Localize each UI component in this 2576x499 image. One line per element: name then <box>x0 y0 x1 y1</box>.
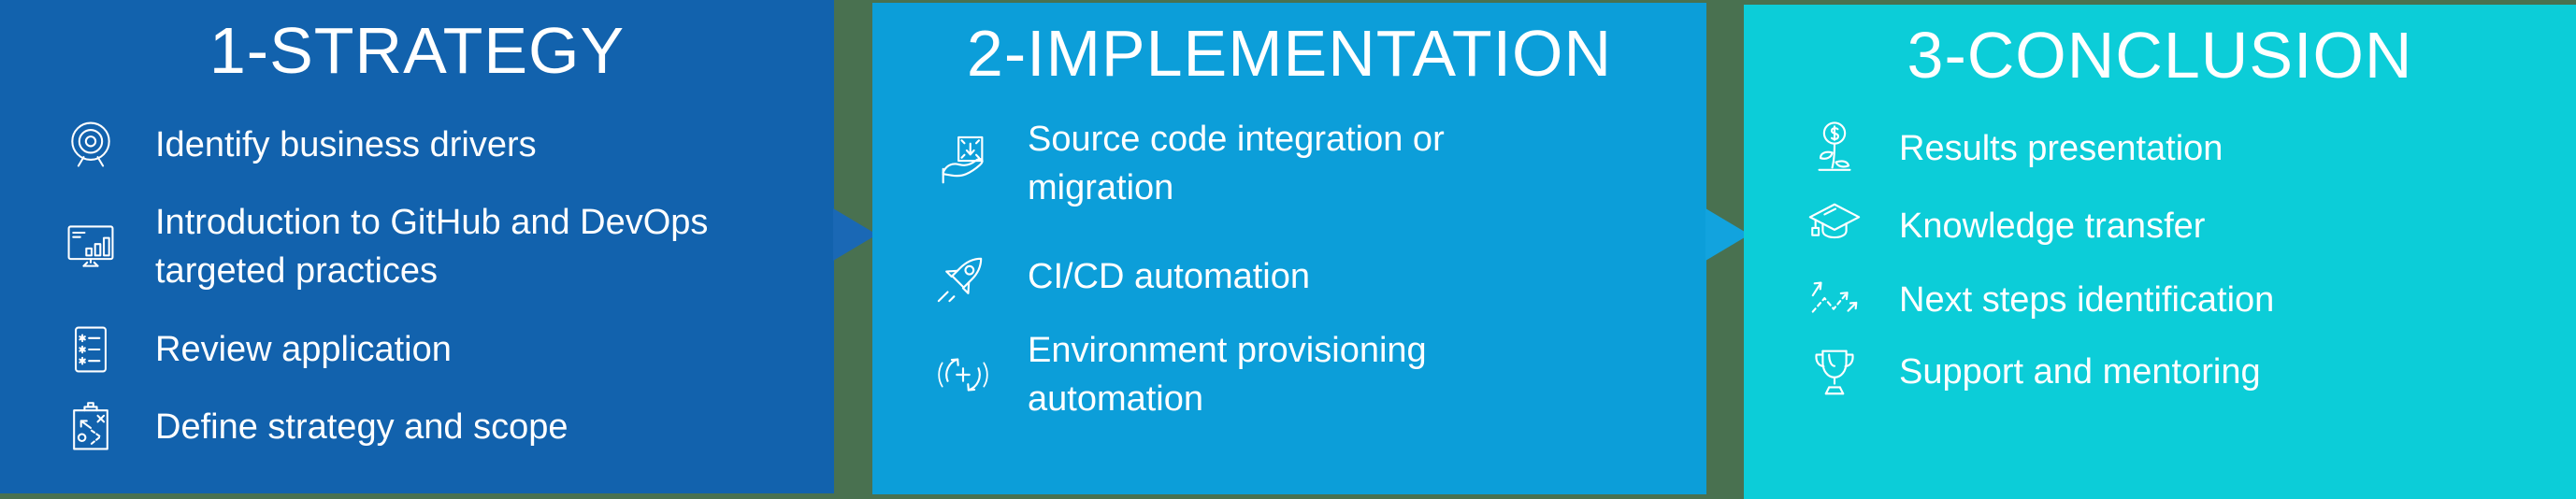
panel-implementation-title: 2-IMPLEMENTATION <box>966 17 1613 90</box>
money-growth-icon <box>1818 121 1851 171</box>
rocket-icon <box>937 257 983 303</box>
trophy-icon <box>1815 349 1854 395</box>
list-item: Knowledge transfer <box>1804 195 2205 257</box>
list-item-text: Review application <box>155 330 452 369</box>
list-item: Introduction to GitHub and DevOps target… <box>60 198 735 295</box>
list-item: Results presentation <box>1804 118 2223 179</box>
list-item-text: Introduction to GitHub and DevOps target… <box>155 203 709 291</box>
list-item: Environment provisioning automation <box>932 326 1579 423</box>
list-item-text: Source code integration or migration <box>1028 120 1445 207</box>
checklist-icon <box>75 326 107 373</box>
cycle-plus-icon <box>938 358 988 392</box>
list-item-text: Next steps identification <box>1899 280 2275 320</box>
list-item-text: Support and mentoring <box>1899 352 2261 392</box>
trending-steps-icon <box>1811 281 1858 313</box>
list-item: Identify business drivers <box>60 114 537 176</box>
target-icon <box>71 121 110 167</box>
panel-conclusion-title: 3-CONCLUSION <box>1907 19 2413 92</box>
graduation-cap-icon <box>1808 203 1861 239</box>
list-item-text: Environment provisioning automation <box>1028 331 1427 419</box>
list-item: Source code integration or migration <box>932 115 1579 212</box>
panel-implementation: 2-IMPLEMENTATION Source code integration… <box>872 3 1706 494</box>
arrow-implementation-to-conclusion <box>1705 208 1749 261</box>
arrow-strategy-to-implementation <box>833 208 877 261</box>
panel-strategy: 1-STRATEGY Identify business drivers <box>0 0 834 493</box>
list-item: Next steps identification <box>1804 269 2274 331</box>
list-item: CI/CD automation <box>932 246 1310 307</box>
list-item: Define strategy and scope <box>60 396 568 458</box>
list-item: Review application <box>60 319 452 380</box>
list-item-text: CI/CD automation <box>1028 257 1311 296</box>
list-item-text: Identify business drivers <box>155 125 537 164</box>
list-item-text: Knowledge transfer <box>1899 207 2206 246</box>
strategy-clipboard-icon <box>73 402 108 450</box>
delivery-hand-icon <box>942 135 984 184</box>
list-item-text: Define strategy and scope <box>155 407 568 447</box>
monitor-chart-icon <box>67 225 114 267</box>
list-item: Support and mentoring <box>1804 341 2261 403</box>
panel-conclusion: 3-CONCLUSION Results presentation <box>1744 5 2576 499</box>
list-item-text: Results presentation <box>1899 129 2223 168</box>
panel-strategy-title: 1-STRATEGY <box>209 14 626 87</box>
